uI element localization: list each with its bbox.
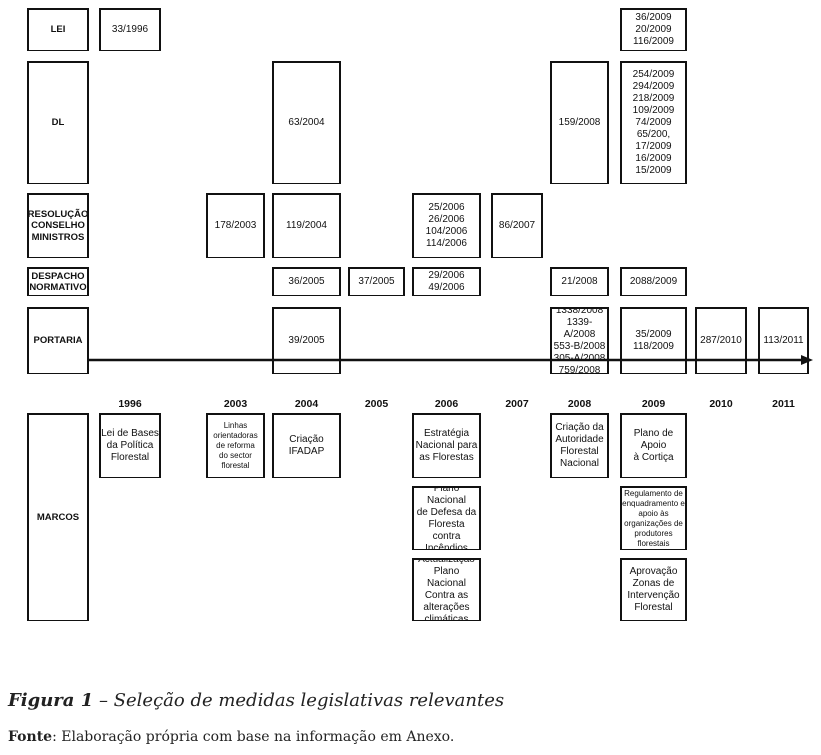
marco-box-2009b: Regulamento de enquadramento e apoio às … — [620, 486, 687, 550]
portaria-box-2011: 113/2011 — [758, 307, 809, 374]
despacho-box-2008: 21/2008 — [550, 267, 609, 296]
marco-box-2009c: Aprovação Zonas de Intervenção Florestal — [620, 558, 687, 621]
marco-box-2006c-text: Actualização Plano Nacional Contra as al… — [418, 558, 475, 621]
marco-box-1996-text: Lei de Bases da Política Florestal — [101, 428, 159, 463]
dl-box-2008-text: 159/2008 — [558, 117, 601, 128]
marco-box-2008-text: Criação da Autoridade Florestal Nacional — [555, 422, 604, 469]
marco-box-2004-text: Criação IFADAP — [288, 434, 325, 457]
portaria-box-2010-text: 287/2010 — [700, 335, 742, 346]
despacho-box-2008-text: 21/2008 — [561, 276, 598, 287]
despacho-box-2006-text: 29/2006 49/2006 — [428, 270, 465, 293]
resolucao-box-2003: 178/2003 — [206, 193, 265, 258]
marco-box-2009c-text: Aprovação Zonas de Intervenção Florestal — [627, 566, 680, 613]
marco-box-2006b: Plano Nacional de Defesa da Floresta con… — [412, 486, 481, 550]
year-label: 2005 — [364, 398, 389, 410]
marco-box-2004: Criação IFADAP — [272, 413, 341, 478]
marco-box-2009a-text: Plano de Apoio à Cortiça — [633, 428, 674, 463]
year-label: 2011 — [772, 398, 795, 410]
resolucao-box-2007-text: 86/2007 — [498, 220, 536, 231]
despacho-box-2005: 37/2005 — [348, 267, 405, 296]
portaria-box-2004: 39/2005 — [272, 307, 341, 374]
year-label: 2004 — [294, 398, 319, 410]
year-label: 2009 — [641, 398, 666, 410]
caption-text: – Seleção de medidas legislativas releva… — [93, 690, 505, 711]
marco-box-2006b-text: Plano Nacional de Defesa da Floresta con… — [416, 486, 477, 550]
figure-source: Fonte: Elaboração própria com base na in… — [8, 728, 454, 746]
resolucao-box-2003-text: 178/2003 — [214, 220, 257, 231]
source-text: : Elaboração própria com base na informa… — [52, 729, 455, 745]
lei-box-2009: 36/2009 20/2009 116/2009 — [620, 8, 687, 51]
row-label-marcos-text: MARCOS — [36, 511, 80, 523]
row-label-despacho: DESPACHO NORMATIVO — [27, 267, 89, 296]
row-label-portaria-text: PORTARIA — [33, 335, 83, 347]
resolucao-box-2004: 119/2004 — [272, 193, 341, 258]
portaria-box-2011-text: 113/2011 — [763, 335, 804, 346]
marco-box-2009b-text: Regulamento de enquadramento e apoio às … — [622, 488, 685, 548]
despacho-box-2005-text: 37/2005 — [358, 276, 395, 287]
row-label-resolucao: RESOLUÇÃO CONSELHO MINISTROS — [27, 193, 89, 258]
marco-box-1996: Lei de Bases da Política Florestal — [99, 413, 161, 478]
figure-caption: Figura 1 – Seleção de medidas legislativ… — [8, 690, 504, 712]
row-label-despacho-text: DESPACHO NORMATIVO — [29, 270, 87, 294]
lei-box-1996-text: 33/1996 — [111, 24, 149, 35]
portaria-box-2009: 35/2009 118/2009 — [620, 307, 687, 374]
marco-box-2003-text: Linhas orientadoras de reforma do sector… — [213, 421, 258, 470]
year-label: 1996 — [118, 398, 142, 410]
resolucao-box-2006-text: 25/2006 26/2006 104/2006 114/2006 — [425, 202, 468, 249]
row-label-lei: LEI — [27, 8, 89, 51]
row-label-marcos: MARCOS — [27, 413, 89, 621]
year-label: 2003 — [223, 398, 248, 410]
portaria-box-2004-text: 39/2005 — [288, 335, 325, 346]
portaria-box-2009-text: 35/2009 118/2009 — [633, 329, 674, 352]
lei-box-1996: 33/1996 — [99, 8, 161, 51]
resolucao-box-2004-text: 119/2004 — [286, 220, 327, 231]
marco-box-2003: Linhas orientadoras de reforma do sector… — [206, 413, 265, 478]
despacho-box-2004-text: 36/2005 — [288, 276, 325, 287]
lei-box-2009-text: 36/2009 20/2009 116/2009 — [633, 12, 674, 47]
dl-box-2008: 159/2008 — [550, 61, 609, 184]
dl-box-2009-text: 254/2009 294/2009 218/2009 109/2009 74/2… — [632, 69, 675, 176]
despacho-box-2004: 36/2005 — [272, 267, 341, 296]
row-label-resolucao-text: RESOLUÇÃO CONSELHO MINISTROS — [27, 208, 89, 243]
row-label-dl-text: DL — [51, 117, 65, 129]
row-label-portaria: PORTARIA — [27, 307, 89, 374]
marco-box-2009a: Plano de Apoio à Cortiça — [620, 413, 687, 478]
year-label: 2010 — [709, 398, 733, 410]
year-label: 2006 — [434, 398, 459, 410]
marco-box-2008: Criação da Autoridade Florestal Nacional — [550, 413, 609, 478]
marco-box-2006a-text: Estratégia Nacional para as Florestas — [415, 428, 478, 463]
despacho-box-2009: 2088/2009 — [620, 267, 687, 296]
marco-box-2006a: Estratégia Nacional para as Florestas — [412, 413, 481, 478]
despacho-box-2009-text: 2088/2009 — [629, 276, 678, 287]
portaria-box-2008-text: 1338/2008 1339-A/2008 553-B/2008 305-A/2… — [553, 307, 606, 374]
row-label-dl: DL — [27, 61, 89, 184]
marco-box-2006c: Actualização Plano Nacional Contra as al… — [412, 558, 481, 621]
portaria-box-2008: 1338/2008 1339-A/2008 553-B/2008 305-A/2… — [550, 307, 609, 374]
dl-box-2009: 254/2009 294/2009 218/2009 109/2009 74/2… — [620, 61, 687, 184]
year-label: 2007 — [505, 398, 529, 410]
portaria-box-2010: 287/2010 — [695, 307, 747, 374]
year-label: 2008 — [567, 398, 592, 410]
source-label: Fonte — [8, 729, 53, 745]
caption-label: Figura 1 — [8, 690, 94, 711]
dl-box-2004: 63/2004 — [272, 61, 341, 184]
despacho-box-2006: 29/2006 49/2006 — [412, 267, 481, 296]
resolucao-box-2007: 86/2007 — [491, 193, 543, 258]
row-label-lei-text: LEI — [50, 24, 66, 36]
resolucao-box-2006: 25/2006 26/2006 104/2006 114/2006 — [412, 193, 481, 258]
dl-box-2004-text: 63/2004 — [288, 117, 325, 128]
